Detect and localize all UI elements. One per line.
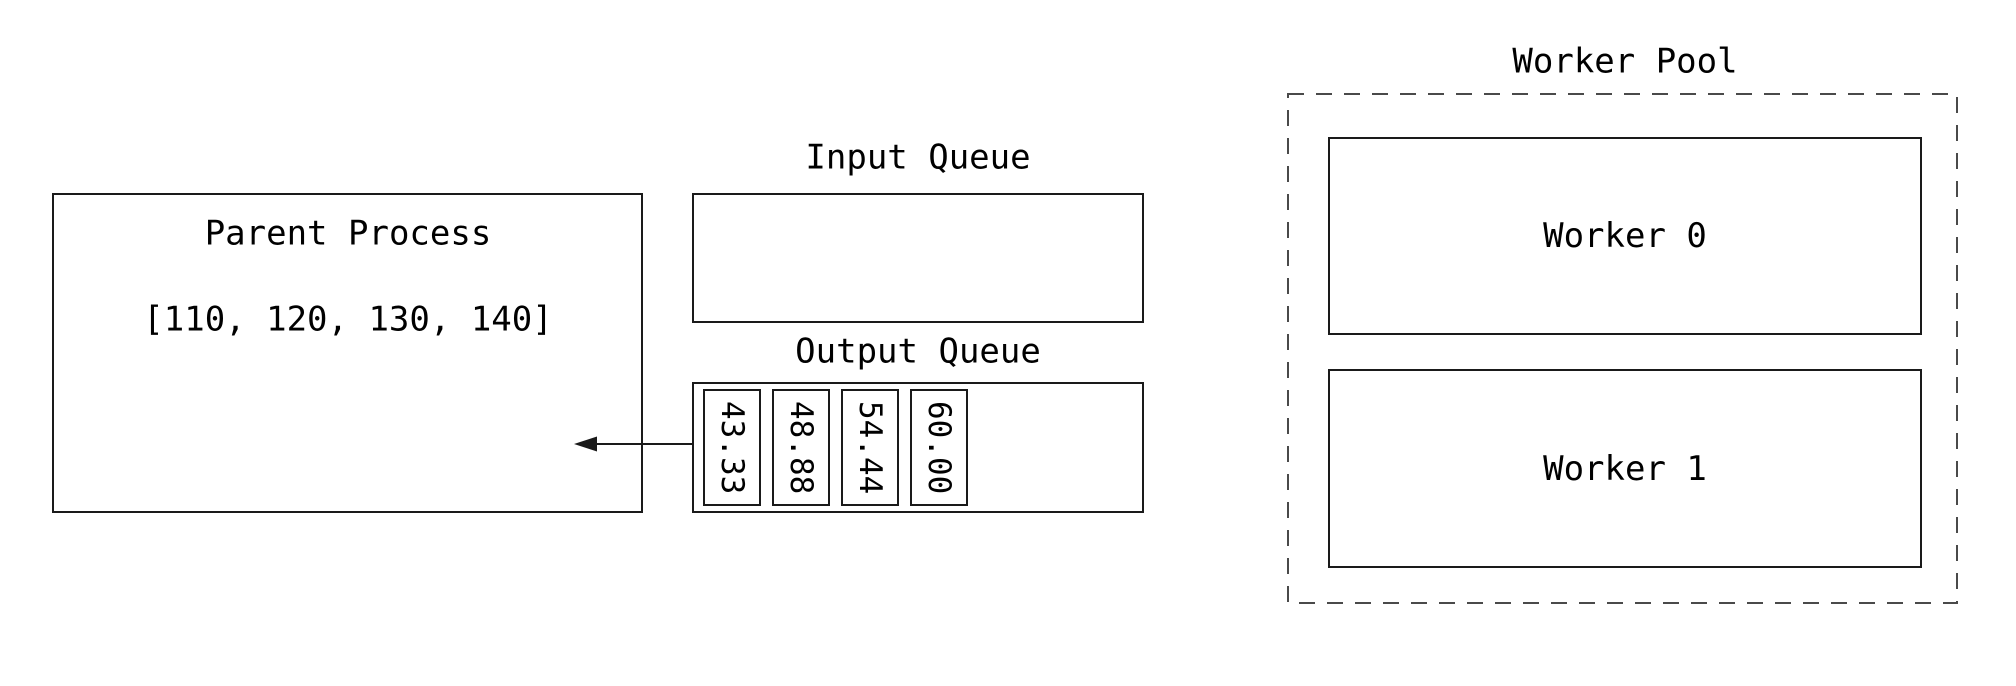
output-queue-item: 54.44: [841, 389, 899, 506]
worker-pool-label: Worker Pool: [1512, 41, 1738, 82]
output-queue-label: Output Queue: [795, 331, 1041, 372]
input-queue-label: Input Queue: [805, 137, 1031, 178]
output-queue-item: 43.33: [703, 389, 761, 506]
output-queue-item-value: 54.44: [852, 400, 889, 495]
worker-pool-dashed-border: [1287, 93, 1958, 604]
output-queue-item-value: 43.33: [714, 400, 751, 495]
worker-box-0: Worker 0: [1328, 137, 1922, 335]
output-queue-box: 43.33 48.88 54.44 60.00: [692, 382, 1144, 513]
parent-process-box: [52, 193, 643, 513]
input-queue-box: [692, 193, 1144, 323]
output-queue-item-value: 60.00: [921, 400, 958, 495]
output-to-parent-arrow-icon: [574, 436, 692, 452]
output-queue-item: 48.88: [772, 389, 830, 506]
output-queue-item: 60.00: [910, 389, 968, 506]
worker-1-label: Worker 1: [1543, 448, 1707, 489]
output-queue-item-value: 48.88: [783, 400, 820, 495]
worker-box-1: Worker 1: [1328, 369, 1922, 568]
parent-process-values: [110, 120, 130, 140]: [143, 299, 553, 340]
worker-0-label: Worker 0: [1543, 216, 1707, 256]
parent-process-title: Parent Process: [204, 213, 492, 254]
